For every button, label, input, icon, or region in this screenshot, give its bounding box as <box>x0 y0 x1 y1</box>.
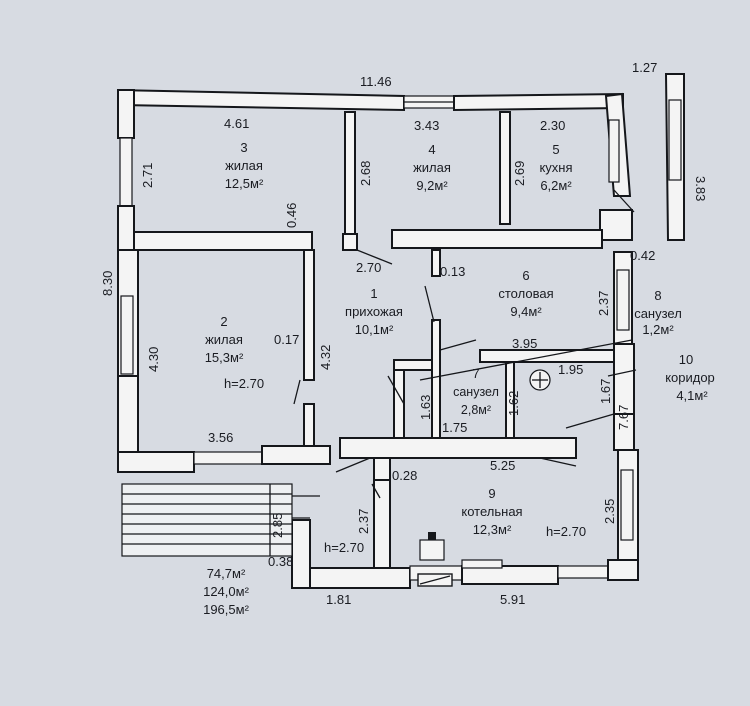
room-3-area: 12,5м² <box>225 176 264 191</box>
dim-r9-w: 5.25 <box>490 458 515 473</box>
room-8-area: 1,2м² <box>642 322 674 337</box>
dim-017: 0.17 <box>274 332 299 347</box>
dim-r3-h: 2.71 <box>140 163 155 188</box>
room-6-number: 6 <box>522 268 529 283</box>
dim-r2-w: 3.56 <box>208 430 233 445</box>
dim-r9-h: 2.35 <box>602 499 617 524</box>
total-general: 124,0м² <box>203 584 249 599</box>
dim-046: 0.46 <box>284 203 299 228</box>
room-8-name: санузел <box>634 306 682 321</box>
room-7-number: 7 <box>472 366 479 381</box>
room-2-number: 2 <box>220 314 227 329</box>
dim-r2-h: 4.30 <box>146 347 161 372</box>
dim-r7-w: 1.75 <box>442 420 467 435</box>
dim-r4-w: 3.43 <box>414 118 439 133</box>
room-9-name: котельная <box>461 504 522 519</box>
room-6-area: 9,4м² <box>510 304 542 319</box>
room-7-area: 2,8м² <box>461 403 491 417</box>
boiler-fixtures <box>417 369 551 587</box>
dim-r6-h: 2.37 <box>596 291 611 316</box>
interior-walls <box>133 111 615 481</box>
room-2-area: 15,3м² <box>205 350 244 365</box>
dim-bottom-right: 5.91 <box>500 592 525 607</box>
dim-013: 0.13 <box>440 264 465 279</box>
room-10-number: 10 <box>679 352 693 367</box>
room-2-name: жилая <box>205 332 243 347</box>
dim-038: 0.38 <box>268 554 293 569</box>
room-10-name: коридор <box>665 370 715 385</box>
room-9-number: 9 <box>488 486 495 501</box>
area-totals: 74,7м² 124,0м² 196,5м² <box>203 566 249 617</box>
room-5-number: 5 <box>552 142 559 157</box>
dim-237: 2.37 <box>356 509 371 534</box>
room-10-area: 4,1м² <box>676 388 708 403</box>
dim-r3-w: 4.61 <box>224 116 249 131</box>
room-1-name: прихожая <box>345 304 403 319</box>
dim-r7-h2: 1.62 <box>506 391 521 416</box>
room-4-name: жилая <box>413 160 451 175</box>
dim-028: 0.28 <box>392 468 417 483</box>
inner-dimensions: 4.61 2.71 3.43 2.68 2.30 2.69 0.46 2.70 … <box>140 116 631 569</box>
dim-285: 2.85 <box>270 513 285 538</box>
dim-167: 1.67 <box>598 379 613 404</box>
room-9-area: 12,3м² <box>473 522 512 537</box>
dim-top: 11.46 <box>360 74 392 89</box>
dim-gap-right: 0.42 <box>630 248 655 263</box>
dim-left: 8.30 <box>100 271 115 296</box>
dim-395: 3.95 <box>512 336 537 351</box>
room-8-number: 8 <box>654 288 661 303</box>
room-labels: 1 прихожая 10,1м² 2 жилая 15,3м² h=2.70 … <box>205 140 715 539</box>
porch-height: h=2.70 <box>324 540 364 555</box>
dim-bottom-left: 1.81 <box>326 592 351 607</box>
dim-432: 4.32 <box>318 345 333 370</box>
dim-195: 1.95 <box>558 362 583 377</box>
total-living: 74,7м² <box>207 566 246 581</box>
room-5-area: 6,2м² <box>540 178 572 193</box>
staircase <box>121 483 320 557</box>
room-4-number: 4 <box>428 142 435 157</box>
room-7-name: санузел <box>453 385 499 399</box>
room-1-area: 10,1м² <box>355 322 394 337</box>
door-lines <box>293 189 637 499</box>
room-5-name: кухня <box>539 160 572 175</box>
dim-r7-h1: 1.63 <box>418 395 433 420</box>
dim-annex-right: 3.83 <box>693 176 708 201</box>
room-1-number: 1 <box>370 286 377 301</box>
total-overall: 196,5м² <box>203 602 249 617</box>
dim-r4-h: 2.68 <box>358 161 373 186</box>
outer-dimensions: 11.46 1.27 8.30 3.83 1.81 5.91 0.42 <box>100 60 708 607</box>
room-4-area: 9,2м² <box>416 178 448 193</box>
room-2-height: h=2.70 <box>224 376 264 391</box>
dim-r5-w: 2.30 <box>540 118 565 133</box>
room-3-name: жилая <box>225 158 263 173</box>
room-3-number: 3 <box>240 140 247 155</box>
dim-767: 7.67 <box>616 405 631 430</box>
dim-r5-h: 2.69 <box>512 161 527 186</box>
room-9-height: h=2.70 <box>546 524 586 539</box>
dim-270: 2.70 <box>356 260 381 275</box>
dim-annex-top: 1.27 <box>632 60 657 75</box>
room-6-name: столовая <box>498 286 553 301</box>
